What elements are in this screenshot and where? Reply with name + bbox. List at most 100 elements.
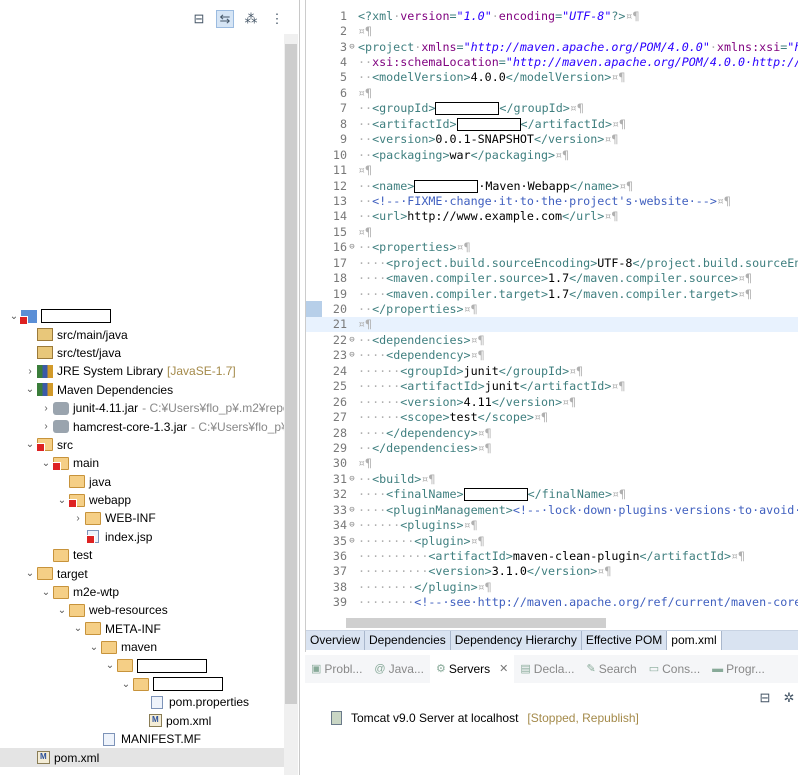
fold-collapse-icon[interactable]: ⊖ [349,535,355,546]
code-line[interactable]: 36··········<artifactId>maven-clean-plug… [306,548,798,563]
tree-item[interactable]: ›WEB-INF [0,509,284,527]
tree-item[interactable]: test [0,546,284,564]
chevron-right-icon[interactable]: › [44,421,48,433]
code-line[interactable]: 23⊖····<dependency>¤¶ [306,348,798,363]
chevron-right-icon[interactable]: › [44,402,48,414]
view-tab[interactable]: ⚙Servers✕ [429,655,515,683]
tree-item[interactable]: ⌄ [0,307,284,325]
chevron-right-icon[interactable]: › [28,365,32,377]
code-line[interactable]: 20··</properties>¤¶ [306,301,798,317]
code-line[interactable]: 18····<maven.compiler.source>1.7</maven.… [306,270,798,285]
chevron-down-icon[interactable]: ⌄ [73,623,83,635]
code-line[interactable]: 30¤¶ [306,456,798,471]
code-line[interactable]: 16⊖··<properties>¤¶ [306,240,798,255]
code-line[interactable]: 35⊖········<plugin>¤¶ [306,533,798,548]
tree-item[interactable]: ⌄m2e-wtp [0,583,284,601]
close-icon[interactable]: ✕ [499,663,509,675]
tree-item[interactable]: ⌄target [0,564,284,582]
tree-item[interactable]: ⌄web-resources [0,601,284,619]
chevron-down-icon[interactable]: ⌄ [25,439,35,451]
settings-icon[interactable]: ✲ [783,690,795,705]
view-menu-icon[interactable]: ⋮ [270,11,284,26]
tree-item[interactable]: index.jsp [0,528,284,546]
chevron-down-icon[interactable]: ⌄ [121,678,131,690]
tab-pom-xml[interactable]: pom.xml [667,631,722,650]
tree-item[interactable]: pom.xml [0,748,284,767]
code-line[interactable]: 11¤¶ [306,162,798,177]
code-line[interactable]: 21¤¶ [306,316,798,333]
code-line[interactable]: 32····<finalName></finalName>¤¶ [306,487,798,502]
tree-item[interactable]: ⌄src [0,436,284,454]
chevron-down-icon[interactable]: ⌄ [25,384,35,396]
collapse-all-icon[interactable]: ⊟ [193,11,205,26]
chevron-down-icon[interactable]: ⌄ [105,660,115,672]
code-line[interactable]: 22⊖··<dependencies>¤¶ [306,332,798,347]
scrollbar-thumb[interactable] [285,44,297,704]
code-line[interactable]: 37··········<version>3.1.0</version>¤¶ [306,564,798,579]
tree-item[interactable]: src/test/java [0,344,284,362]
tree-item[interactable]: ›JRE System Library[JavaSE-1.7] [0,362,284,380]
code-line[interactable]: 28····</dependency>¤¶ [306,425,798,440]
chevron-down-icon[interactable]: ⌄ [25,568,35,580]
code-line[interactable]: 39········<!--·see·http://maven.apache.o… [306,595,798,610]
code-line[interactable]: 38········</plugin>¤¶ [306,579,798,594]
pom-editor[interactable]: 1<?xml·version="1.0"·encoding="UTF-8"?>¤… [305,0,798,652]
code-line[interactable]: 19····<maven.compiler.target>1.7</maven.… [306,286,798,301]
code-line[interactable]: 9··<version>0.0.1-SNAPSHOT</version>¤¶ [306,132,798,147]
horizontal-scrollbar[interactable] [346,618,606,628]
code-line[interactable]: 24······<groupId>junit</groupId>¤¶ [306,363,798,378]
tree-item[interactable]: ⌄Maven Dependencies [0,381,284,399]
code-line[interactable]: 14··<url>http://www.example.com</url>¤¶ [306,209,798,224]
code-line[interactable]: 29··</dependencies>¤¶ [306,440,798,455]
chevron-down-icon[interactable]: ⌄ [89,641,99,653]
chevron-down-icon[interactable]: ⌄ [9,310,19,322]
code-line[interactable]: 7··<groupId></groupId>¤¶ [306,101,798,116]
view-tab[interactable]: ▭Cons... [643,655,706,683]
fold-collapse-icon[interactable]: ⊖ [349,350,355,361]
fold-collapse-icon[interactable]: ⊖ [349,473,355,484]
tab-effective-pom[interactable]: Effective POM [582,631,668,650]
code-line[interactable]: 31⊖··<build>¤¶ [306,471,798,486]
chevron-down-icon[interactable]: ⌄ [57,604,67,616]
chevron-right-icon[interactable]: › [76,512,80,524]
code-line[interactable]: 13··<!--·FIXME·change·it·to·the·project'… [306,193,798,208]
code-line[interactable]: 10··<packaging>war</packaging>¤¶ [306,147,798,162]
explorer-scrollbar[interactable] [284,34,298,775]
code-line[interactable]: 34⊖······<plugins>¤¶ [306,517,798,532]
collapse-icon[interactable]: ⊟ [759,690,771,705]
fold-collapse-icon[interactable]: ⊖ [349,41,355,52]
tree-item[interactable]: ⌄META-INF [0,620,284,638]
tree-item[interactable]: MANIFEST.MF [0,730,284,748]
fold-collapse-icon[interactable]: ⊖ [349,242,355,253]
tab-dependency-hierarchy[interactable]: Dependency Hierarchy [451,631,582,650]
filter-icon[interactable]: ⁂ [244,11,258,26]
tab-overview[interactable]: Overview [306,631,366,650]
tree-item[interactable]: ⌄webapp [0,491,284,509]
code-line[interactable]: 33⊖····<pluginManagement><!--·lock·down·… [306,502,798,517]
view-tab[interactable]: ▤Decla... [514,655,580,683]
code-line[interactable]: 15¤¶ [306,224,798,239]
code-line[interactable]: 5··<modelVersion>4.0.0</modelVersion>¤¶ [306,70,798,85]
tree-item[interactable]: ⌄maven [0,638,284,656]
tab-dependencies[interactable]: Dependencies [365,631,451,650]
tree-item[interactable]: ⌄main [0,454,284,472]
tree-item[interactable]: ⌄ [0,656,284,674]
code-line[interactable]: 6¤¶ [306,85,798,100]
tree-item[interactable]: src/main/java [0,325,284,343]
code-line[interactable]: 3⊖<project·xmlns="http://maven.apache.or… [306,39,798,54]
tree-item[interactable]: ›hamcrest-core-1.3.jar- C:¥Users¥flo_p¥. [0,417,284,435]
tree-item[interactable]: ›junit-4.11.jar- C:¥Users¥flo_p¥.m2¥repo [0,399,284,417]
fold-collapse-icon[interactable]: ⊖ [349,504,355,515]
chevron-down-icon[interactable]: ⌄ [41,586,51,598]
code-area[interactable]: 1<?xml·version="1.0"·encoding="UTF-8"?>¤… [306,8,798,610]
view-tab[interactable]: ▬Progr... [706,655,771,683]
code-line[interactable]: 12··<name>·Maven·Webapp</name>¤¶ [306,178,798,193]
code-line[interactable]: 2¤¶ [306,23,798,38]
code-line[interactable]: 8··<artifactId></artifactId>¤¶ [306,116,798,131]
fold-collapse-icon[interactable]: ⊖ [349,334,355,345]
chevron-down-icon[interactable]: ⌄ [41,457,51,469]
code-line[interactable]: 25······<artifactId>junit</artifactId>¤¶ [306,379,798,394]
view-tab[interactable]: ▣Probl... [305,655,368,683]
tree-item[interactable]: ⌄ [0,675,284,693]
code-line[interactable]: 26······<version>4.11</version>¤¶ [306,394,798,409]
